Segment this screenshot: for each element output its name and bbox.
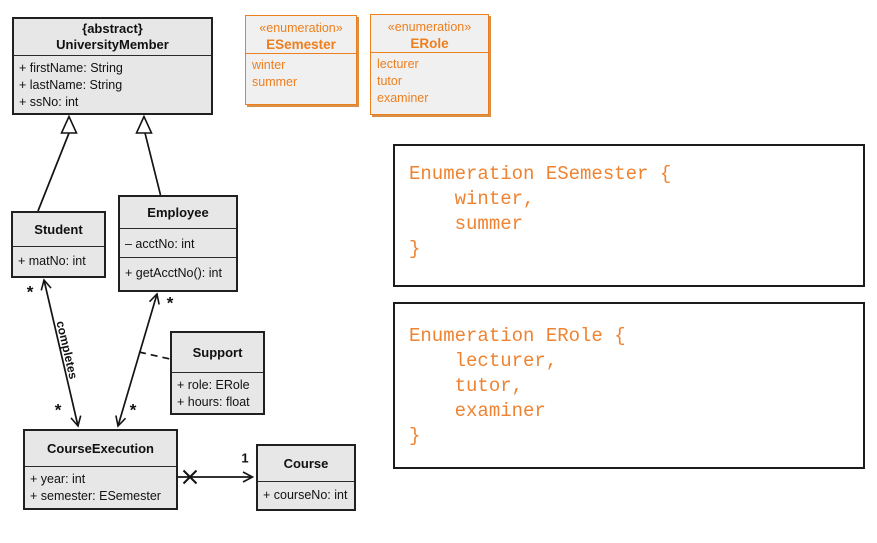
code-block-esemester: Enumeration ESemester { winter, summer } [393,144,865,287]
class-name: UniversityMember [56,37,169,52]
class-courseexecution: CourseExecution + year: int + semester: … [23,429,178,510]
class-title: Student [13,213,104,247]
class-attribute: + firstName: String [19,61,123,75]
enum-literal: tutor [377,74,403,88]
multiplicity-star: * [166,293,174,313]
enum-name: ERole [410,36,449,51]
enum-header: «enumeration» ESemester [246,16,356,54]
code-line: Enumeration ERole { [409,325,626,347]
enum-header: «enumeration» ERole [371,15,488,53]
attributes-compartment: + courseNo: int [258,482,354,509]
class-attribute: + courseNo: int [263,488,348,502]
class-title: Support [172,333,263,373]
code-line: Enumeration ESemester { [409,163,672,185]
generalization-employee-triangle-icon [135,114,153,134]
enum-stereotype: «enumeration» [387,20,472,34]
class-stereotype: {abstract} [82,21,143,36]
multiplicity-star: * [54,400,62,420]
multiplicity-star: * [26,282,34,302]
class-title: Employee [120,197,236,229]
class-student: Student + matNo: int [11,211,106,278]
class-attribute: + lastName: String [19,78,123,92]
class-support: Support + role: ERole + hours: float [170,331,265,415]
enum-literal: winter [252,58,286,72]
class-course: Course + courseNo: int [256,444,356,511]
multiplicity-one: 1 [241,450,249,466]
code-line: lecturer, [409,350,558,372]
class-name: Course [283,455,329,471]
code-line: tutor, [409,375,524,397]
class-title: {abstract} UniversityMember [14,19,211,56]
code-block-erole: Enumeration ERole { lecturer, tutor, exa… [393,302,865,469]
code-line: summer [409,213,524,235]
class-universitymember: {abstract} UniversityMember + firstName:… [12,17,213,115]
enumeration-esemester: «enumeration» ESemester winter summer [245,15,357,105]
generalization-employee-line [144,132,162,196]
enum-literal: lecturer [377,57,419,71]
enum-literal: summer [252,75,298,89]
class-name: Support [192,344,243,360]
association-employee-courseexecution-line [115,292,160,428]
enum-literal: examiner [377,91,429,105]
non-navigable-cross-icon [182,469,198,485]
class-attribute: + matNo: int [18,254,86,268]
generalization-student-line [37,132,70,212]
attributes-compartment: + role: ERole + hours: float [172,373,263,413]
class-attribute: + ssNo: int [19,95,79,109]
class-title: Course [258,446,354,482]
generalization-student-triangle-icon [60,114,78,134]
class-employee: Employee – acctNo: int + getAcctNo(): in… [118,195,238,292]
class-attribute: + hours: float [177,395,250,409]
attributes-compartment: – acctNo: int [120,229,236,257]
class-name: Student [34,221,83,237]
class-attribute: – acctNo: int [125,237,195,251]
code-line: } [409,425,421,447]
code-line: examiner [409,400,546,422]
association-completes-line [40,278,82,428]
multiplicity-star: * [129,400,137,420]
code-line: winter, [409,188,535,210]
class-attribute: + semester: ESemester [30,489,161,503]
enumeration-erole: «enumeration» ERole lecturer tutor exami… [370,14,489,115]
class-attribute: + role: ERole [177,378,250,392]
attributes-compartment: + year: int + semester: ESemester [25,467,176,508]
operations-compartment: + getAcctNo(): int [120,257,236,290]
enum-literals-compartment: winter summer [246,54,356,94]
association-class-dashed-link [138,351,171,360]
class-operation: + getAcctNo(): int [125,266,222,280]
attributes-compartment: + firstName: String + lastName: String +… [14,56,211,113]
code-line: } [409,238,421,260]
attributes-compartment: + matNo: int [13,247,104,276]
class-name: Employee [147,204,209,220]
class-attribute: + year: int [30,472,86,486]
enum-literals-compartment: lecturer tutor examiner [371,53,488,110]
enum-stereotype: «enumeration» [259,21,343,35]
class-title: CourseExecution [25,431,176,467]
enum-name: ESemester [266,37,336,52]
class-name: CourseExecution [47,440,154,456]
